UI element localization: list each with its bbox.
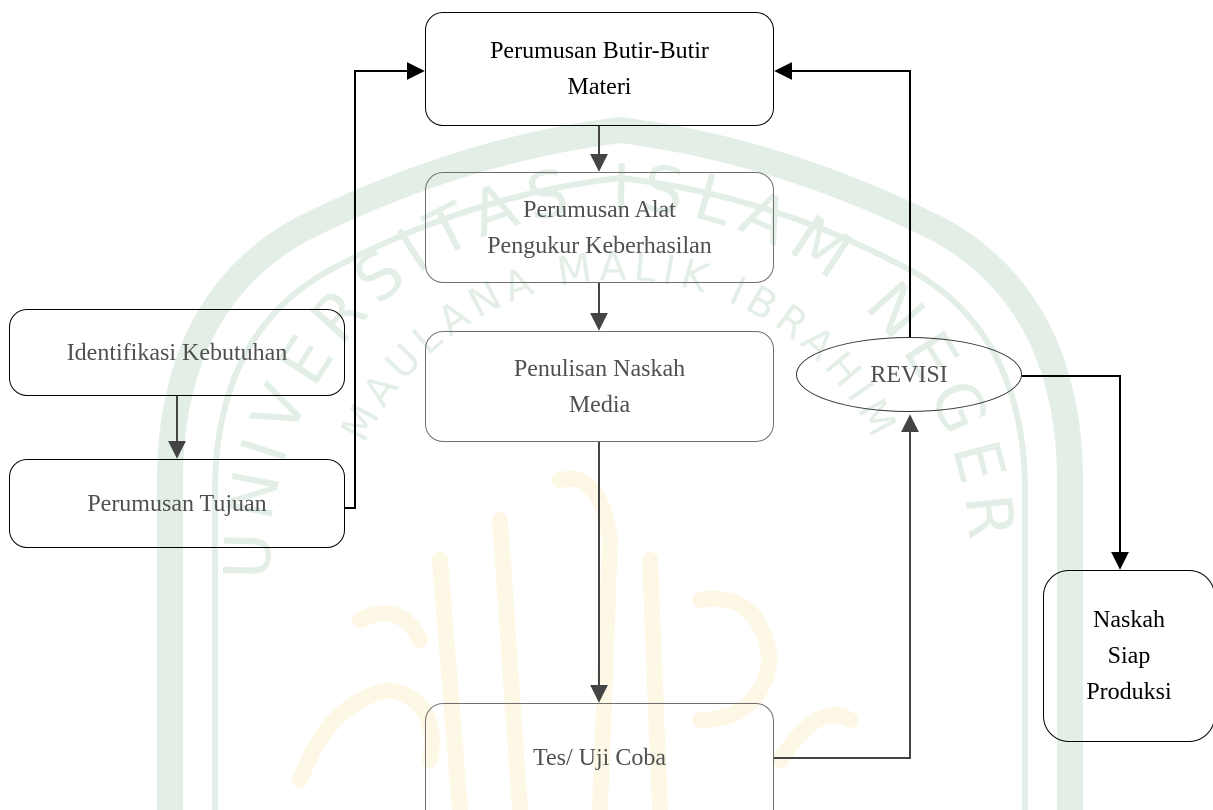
node-revisi-label: REVISI bbox=[870, 361, 948, 388]
node-penulisan-naskah-label: Penulisan Naskah Media bbox=[513, 355, 686, 418]
node-perumusan-alat: Perumusan Alat Pengukur Keberhasilan bbox=[425, 172, 774, 283]
arrow-revisi-to-naskah-siap bbox=[1022, 375, 1129, 570]
node-penulisan-naskah: Penulisan Naskah Media bbox=[425, 331, 774, 442]
node-revisi: REVISI bbox=[796, 337, 1022, 412]
arrow-tes-to-revisi bbox=[774, 414, 919, 759]
node-perumusan-tujuan-label: Perumusan Tujuan bbox=[87, 490, 267, 517]
node-identifikasi-label: Identifikasi Kebutuhan bbox=[66, 339, 288, 366]
node-perumusan-tujuan: Perumusan Tujuan bbox=[9, 459, 345, 548]
node-perumusan-alat-label: Perumusan Alat Pengukur Keberhasilan bbox=[487, 196, 712, 259]
node-perumusan-materi-label: Perumusan Butir-Butir Materi bbox=[490, 38, 709, 100]
node-identifikasi-kebutuhan: Identifikasi Kebutuhan bbox=[9, 309, 345, 396]
watermark-shield bbox=[157, 116, 1083, 810]
node-perumusan-materi: Perumusan Butir-Butir Materi bbox=[425, 12, 774, 126]
node-tes-uji-coba: Tes/ Uji Coba bbox=[425, 703, 774, 810]
arrow-revisi-to-materi bbox=[774, 62, 911, 337]
node-naskah-siap-produksi: Naskah Siap Produksi bbox=[1043, 570, 1213, 742]
arrow-tujuan-to-materi bbox=[345, 62, 425, 509]
node-naskah-siap-label: Naskah Siap Produksi bbox=[1086, 607, 1172, 705]
node-tes-uji-coba-label: Tes/ Uji Coba bbox=[533, 744, 666, 771]
watermark-calligraphy bbox=[292, 470, 858, 810]
